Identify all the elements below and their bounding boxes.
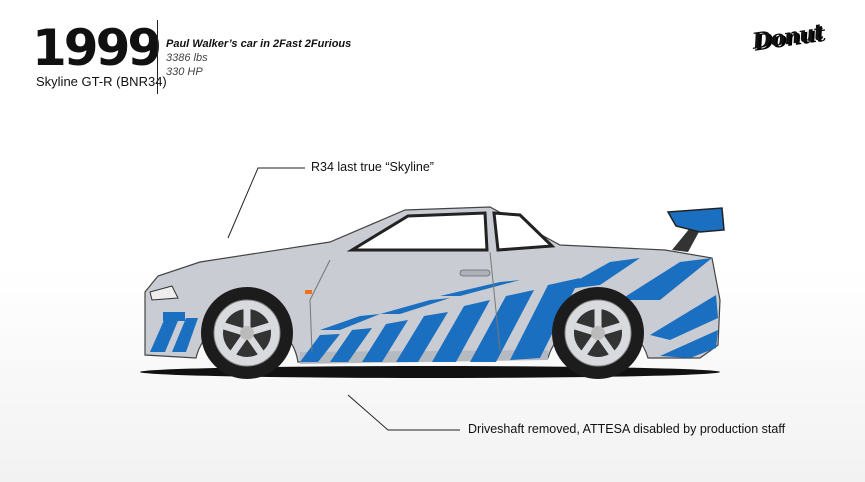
door-line (309, 251, 501, 353)
divider (157, 20, 158, 94)
rear-spoiler (666, 207, 725, 252)
car-weight: 3386 lbs (166, 52, 208, 64)
annotation-line-top (227, 167, 305, 239)
side-window (346, 211, 489, 252)
car-title: Paul Walker’s car in 2Fast 2Furious (166, 38, 352, 50)
rear-window (492, 211, 556, 252)
annotation-top-label: R34 last true “Skyline” (311, 160, 434, 174)
headlight (149, 285, 179, 301)
rear-wheel (552, 287, 644, 379)
side-marker (305, 290, 312, 294)
livery-stripes (150, 258, 718, 362)
annotation-line-bottom (347, 394, 460, 431)
year-heading: 1999 (32, 19, 162, 77)
car-power: 330 HP (166, 66, 203, 78)
nx-decal (163, 312, 185, 321)
annotation-bottom-label: Driveshaft removed, ATTESA disabled by p… (468, 422, 786, 436)
door-handle (459, 269, 491, 277)
model-name: Skyline GT-R (BNR34) (36, 74, 167, 89)
car-info: Paul Walker’s car in 2Fast 2Furious 3386… (166, 37, 351, 79)
front-wheel (201, 287, 293, 379)
